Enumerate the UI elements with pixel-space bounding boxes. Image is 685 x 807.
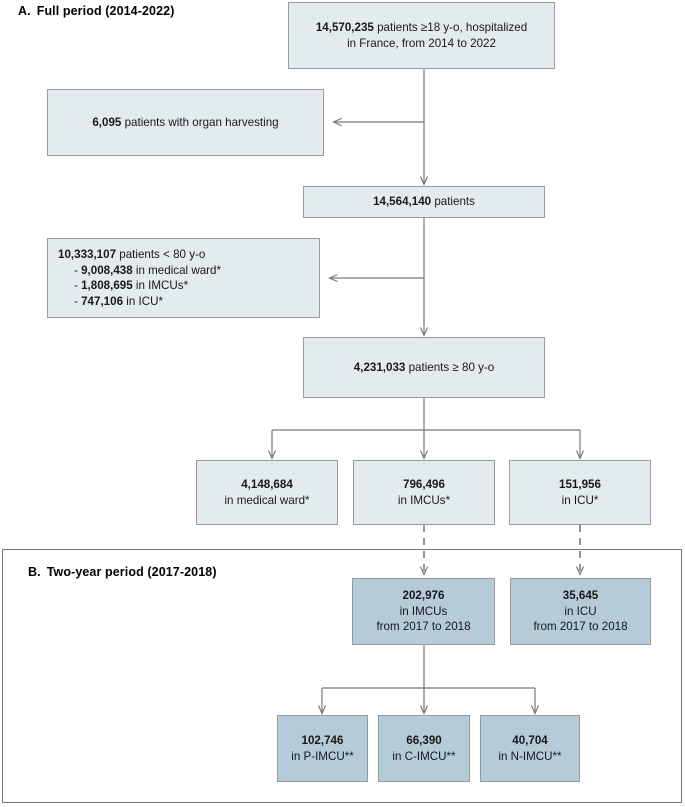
node-over80-text: 4,231,033 patients ≥ 80 y-o (310, 360, 538, 376)
node-under80-item-0-count: 9,008,438 (81, 263, 133, 277)
node-a-medical-ward-count: 4,148,684 (203, 477, 331, 493)
node-under80-item-0-rest: in medical ward* (132, 263, 221, 277)
node-under80-rest: patients < 80 y-o (116, 248, 206, 261)
node-b-icu-count: 35,645 (517, 588, 644, 604)
node-under80-item-2-rest: in ICU* (123, 294, 163, 308)
node-under80-item-2-dash: - (74, 294, 78, 308)
panel-a-letter: A. (18, 4, 31, 18)
node-after-exclusion-count: 14,564,140 (373, 195, 432, 209)
node-a-icu-count: 151,956 (516, 477, 644, 493)
node-b-cimcu-line2: in C-IMCU** (392, 749, 456, 763)
node-b-cimcu-count: 66,390 (385, 733, 463, 749)
node-b-icu-text: 35,645 in ICU from 2017 to 2018 (517, 588, 644, 635)
node-after-exclusion-line1: 14,564,140 patients (310, 194, 538, 210)
node-organ-harvesting-text: 6,095 patients with organ harvesting (54, 115, 317, 131)
node-b-pimcu-line2: in P-IMCU** (291, 749, 354, 763)
node-b-nimcu-count: 40,704 (487, 733, 573, 749)
node-a-icu-text: 151,956 in ICU* (516, 477, 644, 508)
node-a-imcus: 796,496 in IMCUs* (353, 460, 495, 525)
node-b-icu: 35,645 in ICU from 2017 to 2018 (510, 578, 651, 645)
node-cohort-total-text: 14,570,235 patients ≥18 y-o, hospitalize… (295, 20, 548, 51)
node-cohort-total-count: 14,570,235 (315, 21, 374, 34)
panel-a-title-text: Full period (2014-2022) (36, 4, 175, 18)
node-cohort-total-line2: in France, from 2014 to 2022 (347, 36, 496, 50)
node-b-pimcu: 102,746 in P-IMCU** (277, 715, 368, 782)
node-under80-item-1-count: 1,808,695 (81, 279, 133, 292)
node-under80-item-1-dash: - (74, 279, 78, 292)
node-b-nimcu-text: 40,704 in N-IMCU** (487, 733, 573, 764)
node-a-imcus-text: 796,496 in IMCUs* (360, 477, 488, 508)
node-over80-rest: patients ≥ 80 y-o (405, 360, 495, 374)
node-b-imcus-line3: from 2017 to 2018 (376, 620, 471, 634)
node-organ-harvesting-count: 6,095 (92, 115, 122, 129)
node-under80-item-0-dash: - (74, 263, 78, 277)
node-a-medical-ward-count-value: 4,148,684 (241, 478, 293, 491)
node-organ-harvesting-rest: patients with organ harvesting (121, 115, 279, 129)
node-under80-item-0: - 9,008,438 in medical ward* (58, 263, 313, 279)
node-under80-item-1-rest: in IMCUs* (132, 279, 189, 292)
node-b-nimcu: 40,704 in N-IMCU** (480, 715, 580, 782)
node-under80-count: 10,333,107 (58, 248, 117, 261)
node-under80-text: 10,333,107 patients < 80 y-o - 9,008,438… (58, 247, 313, 309)
node-b-imcus-line2: in IMCUs (399, 604, 448, 618)
node-cohort-total-line1-rest: patients ≥18 y-o, hospitalized (373, 21, 528, 34)
node-b-icu-count-value: 35,645 (562, 589, 599, 603)
node-under80-item-2-count: 747,106 (81, 294, 124, 308)
node-a-icu-count-value: 151,956 (559, 478, 601, 491)
panel-b-title: B. Two-year period (2017-2018) (28, 565, 217, 579)
node-a-icu-line2: in ICU* (561, 493, 599, 507)
node-after-exclusion-rest: patients (431, 195, 475, 209)
node-b-pimcu-text: 102,746 in P-IMCU** (284, 733, 361, 764)
node-b-pimcu-count: 102,746 (284, 733, 361, 749)
node-under80: 10,333,107 patients < 80 y-o - 9,008,438… (47, 238, 320, 318)
node-b-imcus-count: 202,976 (359, 588, 488, 604)
node-over80-line1: 4,231,033 patients ≥ 80 y-o (310, 360, 538, 376)
node-organ-harvesting: 6,095 patients with organ harvesting (47, 89, 324, 156)
node-a-imcus-count-value: 796,496 (403, 478, 445, 491)
node-a-imcus-line2: in IMCUs* (397, 493, 451, 507)
node-cohort-total-line1: 14,570,235 patients ≥18 y-o, hospitalize… (295, 20, 548, 36)
node-organ-harvesting-line1: 6,095 patients with organ harvesting (54, 115, 317, 131)
node-a-medical-ward-text: 4,148,684 in medical ward* (203, 477, 331, 508)
node-over80: 4,231,033 patients ≥ 80 y-o (303, 337, 545, 398)
panel-b-frame (2, 549, 682, 803)
node-b-imcus: 202,976 in IMCUs from 2017 to 2018 (352, 578, 495, 645)
node-b-nimcu-count-value: 40,704 (512, 734, 548, 747)
node-a-medical-ward-line2: in medical ward* (224, 493, 310, 507)
node-b-imcus-count-value: 202,976 (402, 589, 445, 603)
node-a-imcus-count: 796,496 (360, 477, 488, 493)
node-under80-item-2: - 747,106 in ICU* (58, 294, 313, 310)
node-b-icu-line3: from 2017 to 2018 (533, 620, 628, 634)
node-b-nimcu-line2: in N-IMCU** (498, 749, 562, 763)
node-after-exclusion-text: 14,564,140 patients (310, 194, 538, 210)
node-a-medical-ward: 4,148,684 in medical ward* (196, 460, 338, 525)
panel-b-letter: B. (28, 565, 41, 579)
node-b-imcus-text: 202,976 in IMCUs from 2017 to 2018 (359, 588, 488, 635)
node-b-pimcu-count-value: 102,746 (301, 734, 344, 747)
node-b-cimcu-count-value: 66,390 (406, 734, 442, 747)
panel-a-title: A. Full period (2014-2022) (18, 4, 174, 18)
node-b-cimcu-text: 66,390 in C-IMCU** (385, 733, 463, 764)
node-under80-line1: 10,333,107 patients < 80 y-o (58, 247, 313, 263)
node-b-icu-line2: in ICU (564, 604, 597, 618)
node-cohort-total: 14,570,235 patients ≥18 y-o, hospitalize… (288, 2, 555, 69)
node-over80-count: 4,231,033 (353, 360, 406, 374)
node-under80-item-1: - 1,808,695 in IMCUs* (58, 278, 313, 294)
panel-b-title-text: Two-year period (2017-2018) (46, 565, 217, 579)
node-after-exclusion: 14,564,140 patients (303, 186, 545, 218)
node-b-cimcu: 66,390 in C-IMCU** (378, 715, 470, 782)
node-a-icu: 151,956 in ICU* (509, 460, 651, 525)
